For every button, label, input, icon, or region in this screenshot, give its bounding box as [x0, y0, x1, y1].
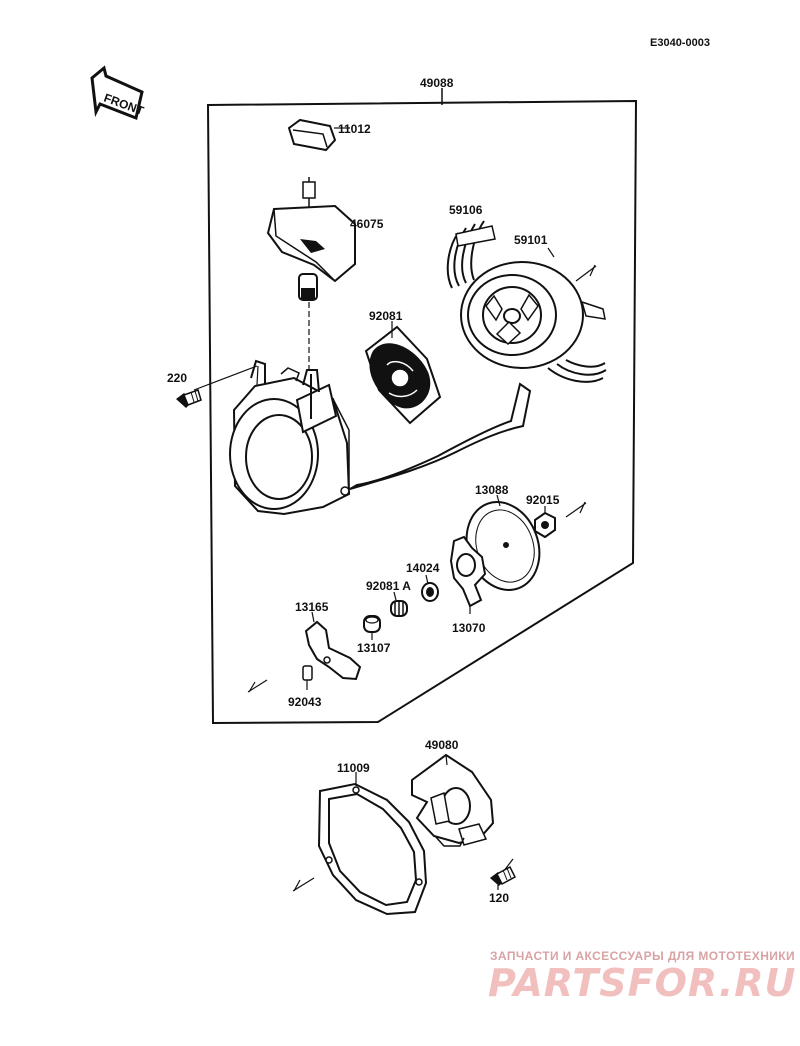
assembly-frame — [206, 99, 638, 725]
label-92043: 92043 — [288, 695, 322, 709]
label-59106: 59106 — [449, 203, 483, 217]
diagram-code: E3040-0003 — [650, 37, 710, 49]
label-13088: 13088 — [475, 483, 509, 497]
part-59106-spring — [446, 220, 496, 289]
label-49080: 49080 — [425, 738, 459, 752]
label-59101: 59101 — [514, 233, 548, 247]
part-11009-gasket — [317, 772, 428, 916]
label-120: 120 — [489, 891, 509, 905]
label-49088: 49088 — [420, 76, 454, 90]
part-220-bolt — [176, 365, 258, 408]
gasket-direction-mark — [292, 877, 315, 892]
part-13107-bush — [363, 615, 381, 640]
label-220: 220 — [167, 371, 187, 385]
part-46075-handle — [266, 177, 356, 372]
part-13070-ratchet — [449, 535, 487, 614]
part-59101-reel — [460, 247, 607, 383]
label-14024: 14024 — [406, 561, 440, 575]
part-92015-nut — [534, 506, 556, 539]
part-120-bolt — [490, 858, 516, 890]
part-49080-cover — [411, 753, 495, 847]
label-11012: 11012 — [338, 122, 371, 136]
watermark-tagline: ЗАПЧАСТИ И АКСЕССУАРЫ ДЛЯ МОТОТЕХНИКИ — [490, 949, 796, 963]
part-92043-pin — [302, 665, 313, 690]
label-46075: 46075 — [350, 217, 384, 231]
part-92081a-spring — [390, 591, 408, 617]
label-13165: 13165 — [295, 600, 329, 614]
assembly-direction-marks — [247, 264, 597, 693]
label-11009: 11009 — [337, 761, 370, 775]
part-92081-spring-disk — [364, 321, 442, 425]
part-11012-cap — [287, 118, 350, 152]
part-starter-housing — [229, 359, 351, 516]
part-13165-lever — [304, 611, 362, 681]
label-13107: 13107 — [357, 641, 391, 655]
label-13070: 13070 — [452, 621, 486, 635]
watermark-brand: PARTSFOR.RU — [488, 961, 797, 1005]
front-arrow-icon: FRONT — [90, 65, 146, 121]
part-14024-collar — [421, 574, 439, 602]
label-92081: 92081 — [369, 309, 403, 323]
label-92015: 92015 — [526, 493, 560, 507]
label-92081a: 92081 A — [366, 579, 411, 593]
starter-rope — [349, 382, 532, 490]
